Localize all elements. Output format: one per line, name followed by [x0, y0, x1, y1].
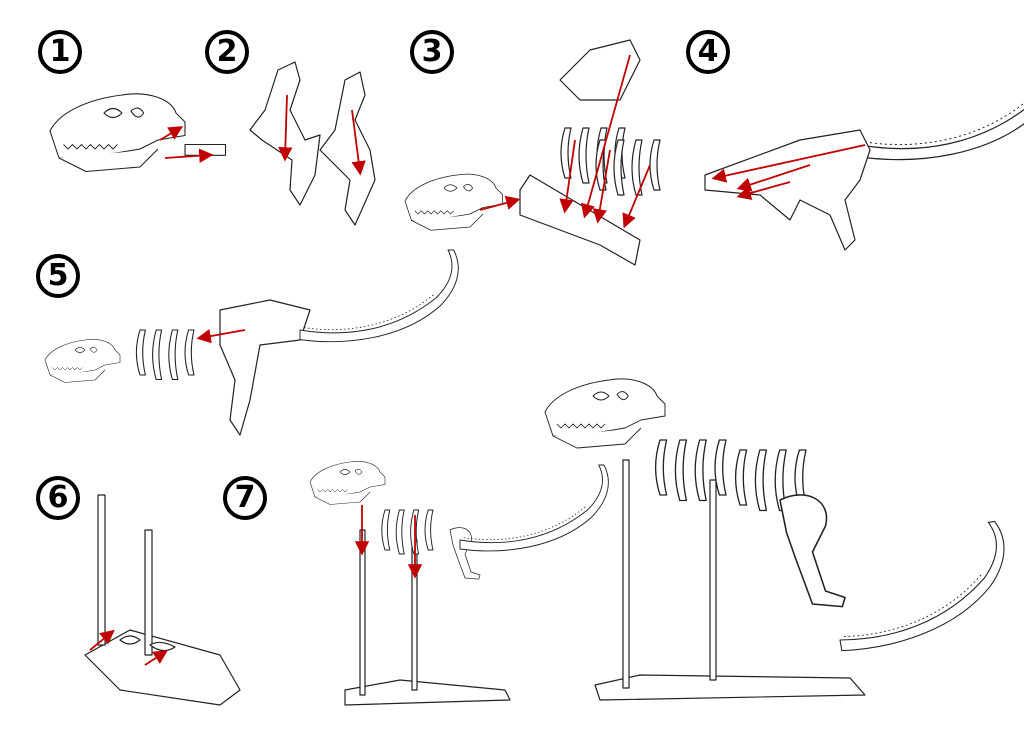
step-3-assembly: [404, 39, 661, 266]
step-4-arrow-3: [736, 181, 791, 201]
step-6-arrow-1: [89, 629, 115, 651]
step-4-assembly: [704, 44, 1024, 251]
step-1-arrow: [164, 148, 214, 163]
step-3-arrow-rib3: [622, 164, 651, 229]
step-1-number: 1: [38, 30, 82, 74]
step-2-arrow-left: [278, 94, 293, 162]
step-1-arrow-2: [159, 126, 184, 141]
step-3-arrow-skull: [479, 195, 521, 211]
step-6-stand: [84, 494, 241, 706]
step-3-arrow-top: [580, 54, 631, 219]
step-7-small-model: [309, 461, 609, 706]
completed-model: [544, 378, 1019, 701]
step-5-number: 5: [36, 254, 80, 298]
step-6-number: 6: [36, 476, 80, 520]
step-4-arrow-2: [736, 164, 811, 192]
step-5-assembly: [44, 249, 459, 436]
step-2-number: 2: [205, 30, 249, 74]
step-5-arrow: [196, 329, 246, 344]
step-3-number: 3: [410, 30, 454, 74]
step-6-arrow-2: [144, 650, 169, 666]
step-4-arrow-1: [711, 144, 866, 183]
step-1-skull: [49, 93, 227, 173]
step-7-number: 7: [223, 476, 267, 520]
step-4-number: 4: [686, 30, 730, 74]
step-2-arrow-right: [351, 109, 366, 176]
step-3-arrow-rib2: [592, 149, 611, 224]
step-3-arrow-rib1: [559, 139, 576, 214]
